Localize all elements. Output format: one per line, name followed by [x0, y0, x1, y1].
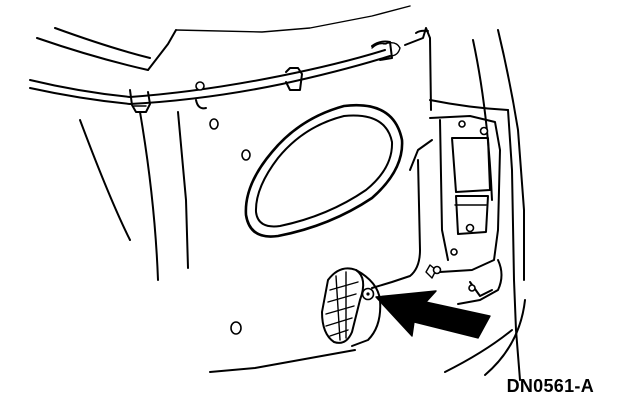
cable-clip-left — [129, 89, 151, 113]
access-opening — [244, 103, 404, 238]
panel-holes — [195, 81, 489, 335]
cable-rod — [29, 41, 401, 105]
latch-bracket — [371, 115, 503, 305]
fastener — [361, 287, 375, 301]
callout-arrow — [375, 290, 491, 339]
door-handle — [321, 267, 382, 347]
cable-clip-right — [371, 40, 393, 61]
figure-id-label: DN0561-A — [506, 376, 594, 396]
window-frame-lines — [36, 5, 432, 111]
cable-clip-middle — [285, 67, 303, 91]
inner-panel-outline — [79, 29, 526, 381]
